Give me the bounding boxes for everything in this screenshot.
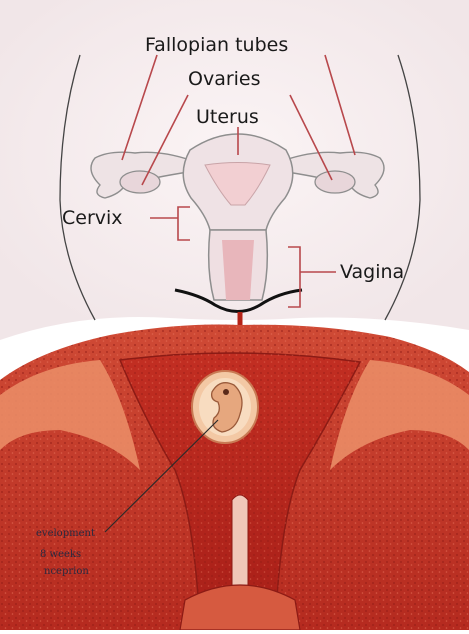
- uterus-cross-section: [0, 324, 469, 630]
- ovary-left: [120, 171, 160, 193]
- ovary-right: [315, 171, 355, 193]
- label-ovaries: Ovaries: [188, 68, 261, 90]
- caption-line-3: nceprion: [44, 565, 89, 578]
- label-fallopian-tubes: Fallopian tubes: [145, 34, 288, 56]
- label-uterus: Uterus: [196, 106, 259, 128]
- label-cervix: Cervix: [62, 207, 123, 229]
- label-vagina: Vagina: [340, 261, 404, 283]
- caption-line-1: evelopment: [36, 527, 95, 540]
- caption-line-2: 8 weeks: [40, 548, 81, 561]
